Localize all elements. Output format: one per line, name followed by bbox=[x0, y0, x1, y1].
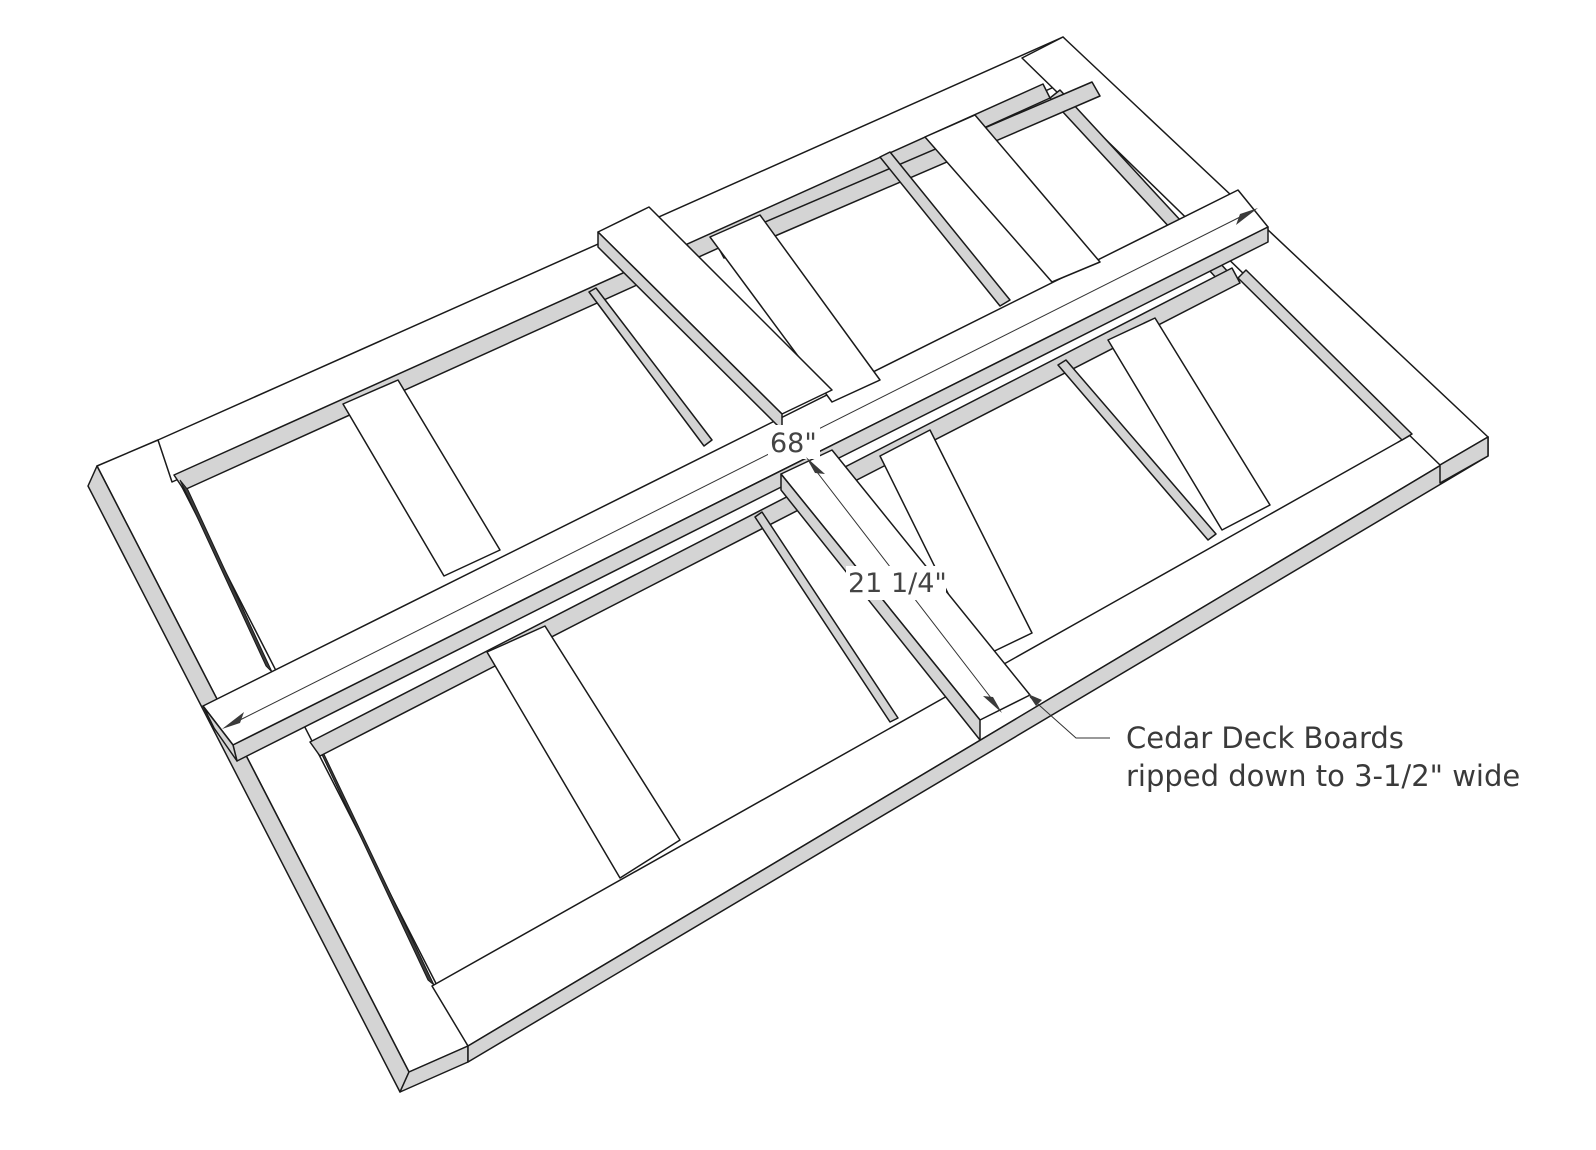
lower-brace-1 bbox=[486, 625, 681, 879]
callout-line-1: Cedar Deck Boards bbox=[1126, 721, 1404, 755]
right-end-board-side bbox=[1439, 436, 1489, 484]
dimensioned-crosspiece-side bbox=[780, 473, 981, 741]
dimension-21-arrow-end bbox=[983, 696, 1002, 713]
dimension-68-arrow-start bbox=[222, 712, 244, 729]
lower-brace-4-side bbox=[1057, 359, 1217, 541]
upper-cross-braces bbox=[342, 114, 1101, 577]
lower-brace-3 bbox=[879, 429, 1033, 659]
lower-cross-braces bbox=[486, 317, 1271, 879]
upper-brace-3 bbox=[709, 214, 881, 403]
left-end-board-top bbox=[96, 439, 469, 1073]
center-board-end bbox=[202, 705, 238, 762]
lower-brace-5 bbox=[1107, 317, 1271, 531]
dimension-68-label: 68" bbox=[770, 428, 817, 459]
callout-leader-arrow bbox=[1028, 694, 1042, 706]
dimension-68-arrow-end bbox=[1236, 208, 1258, 225]
dimension-68: 68" bbox=[222, 208, 1258, 729]
dimension-21-arrow-start bbox=[806, 457, 825, 474]
dimension-21-quarter: 21 1/4" bbox=[806, 457, 1002, 713]
right-inner-strip-lower bbox=[1237, 269, 1413, 441]
dimension-68-line bbox=[227, 210, 1253, 727]
upper-brace-4-side bbox=[879, 151, 1011, 307]
dimension-21-label-bg bbox=[846, 566, 946, 600]
upper-brace-2-side bbox=[588, 287, 713, 447]
callout-line-2: ripped down to 3-1/2" wide bbox=[1126, 759, 1520, 793]
dimension-68-label-bg bbox=[768, 425, 820, 459]
callout-leader-line bbox=[1029, 696, 1110, 739]
callout: Cedar Deck Boards ripped down to 3-1/2" … bbox=[1028, 694, 1520, 793]
dimension-21-label: 21 1/4" bbox=[848, 568, 947, 599]
center-board-side bbox=[232, 226, 1269, 762]
upper-brace-5 bbox=[924, 114, 1101, 283]
upper-brace-1 bbox=[342, 379, 501, 577]
lower-brace-2-side bbox=[754, 511, 899, 723]
left-end-board-side bbox=[87, 465, 410, 1093]
